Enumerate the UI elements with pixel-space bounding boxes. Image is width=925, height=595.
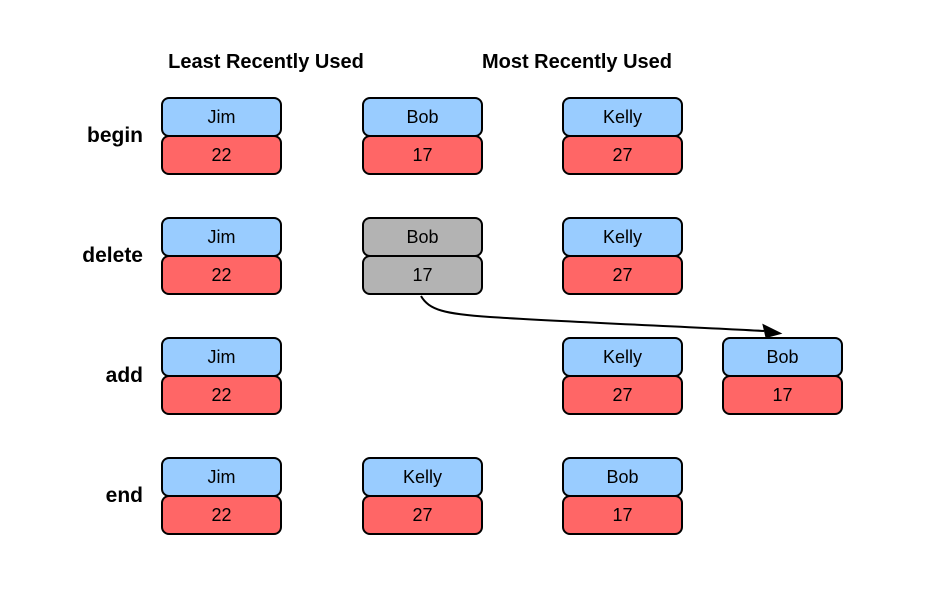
entry-name-box: Kelly [562,97,683,137]
entry-value-box: 27 [562,375,683,415]
entry-name-box: Bob [722,337,843,377]
arrow-head [762,323,783,339]
entry-name-box: Bob [362,97,483,137]
column-header-most-recently-used: Most Recently Used [481,51,673,73]
row-label: delete [82,244,143,267]
entry-name-box: Jim [161,97,282,137]
entry-name-box: Bob [562,457,683,497]
column-header-least-recently-used: Least Recently Used [168,51,364,73]
entry-name-box: Jim [161,217,282,257]
entry-value-box: 22 [161,135,282,175]
entry-value-box: 22 [161,255,282,295]
entry-value-box: 17 [362,135,483,175]
entry-name-box: Bob [362,217,483,257]
entry-value-box: 22 [161,495,282,535]
row-label: add [105,364,143,387]
entry-value-box: 27 [562,255,683,295]
row-label: begin [87,124,143,147]
entry-value-box: 17 [722,375,843,415]
entry-value-box: 22 [161,375,282,415]
entry-value-box: 27 [362,495,483,535]
entry-name-box: Kelly [562,337,683,377]
arrow-curve [420,295,765,332]
entry-value-box: 27 [562,135,683,175]
entry-name-box: Kelly [562,217,683,257]
entry-name-box: Jim [161,457,282,497]
entry-value-box: 17 [362,255,483,295]
entry-value-box: 17 [562,495,683,535]
row-label: end [105,484,143,507]
entry-name-box: Kelly [362,457,483,497]
entry-name-box: Jim [161,337,282,377]
